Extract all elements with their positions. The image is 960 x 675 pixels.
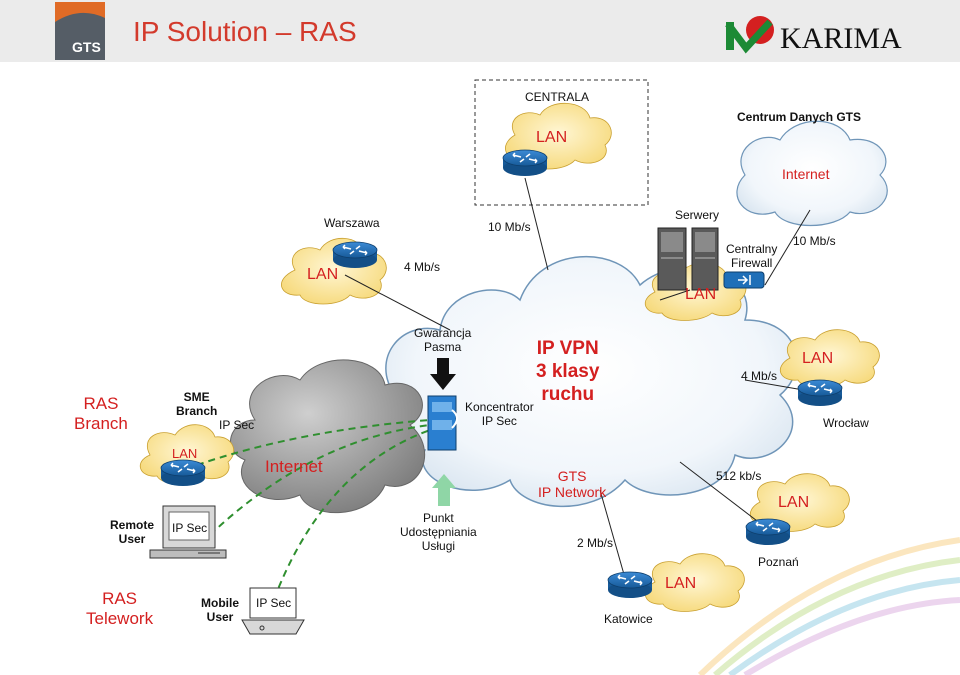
label-speed-10-centrala: 10 Mb/s [488, 220, 531, 234]
label-lan-katowice: LAN [665, 575, 697, 592]
server-icon [657, 227, 719, 291]
page-title: IP Solution – RAS [133, 16, 357, 47]
bandwidth-arrow-icon [430, 358, 456, 390]
label-wroclaw: Wrocław [823, 416, 869, 430]
router-wroclaw [797, 379, 843, 407]
decorative-swirl [697, 537, 960, 675]
label-speed-4-warszawa: 4 Mb/s [404, 260, 441, 274]
label-ip-sec-mobile: IP Sec [256, 596, 292, 610]
label-lan-serwery: LAN [685, 286, 717, 303]
label-lan-centrala: LAN [536, 129, 568, 146]
label-centrala: CENTRALA [525, 90, 590, 104]
label-lan-branch: LAN [172, 446, 198, 461]
label-lan-poznan: LAN [778, 494, 810, 511]
service-point-arrow-icon [432, 474, 456, 506]
label-speed-4-wroclaw: 4 Mb/s [741, 369, 778, 383]
links [344, 177, 816, 579]
label-gwarancja-pasma: Gwarancja Pasma [414, 326, 472, 354]
label-ip-sec-branch: IP Sec [219, 418, 255, 432]
label-speed-2: 2 Mb/s [577, 536, 614, 550]
laptop-icon [241, 587, 305, 635]
internet-top-cloud [736, 120, 888, 227]
router-branch [160, 459, 206, 487]
header-bar [0, 0, 960, 62]
firewall-icon [723, 271, 765, 289]
router-warszawa [332, 241, 378, 269]
label-lan-warszawa: LAN [307, 266, 339, 283]
label-internet-top: Internet [782, 166, 830, 182]
label-speed-512: 512 kb/s [716, 469, 762, 483]
label-speed-10-internet: 10 Mb/s [793, 234, 836, 248]
label-warszawa: Warszawa [324, 216, 380, 230]
internet-cloud [230, 359, 426, 514]
label-sme-branch: SME Branch [176, 390, 218, 418]
gts-logo: GTS [55, 2, 105, 60]
gts-logo-text: GTS [72, 39, 101, 55]
label-poznan: Poznań [758, 555, 799, 569]
label-ras-telework: RAS Telework [86, 589, 154, 628]
label-mobile-user: Mobile User [201, 596, 239, 624]
karima-logo-mark [725, 16, 774, 54]
karima-logo-text: KARIMA [780, 22, 902, 55]
label-ras-branch: RAS Branch [74, 394, 128, 433]
label-punkt-uslugi: Punkt Udostępniania Usługi [400, 511, 477, 553]
label-ip-vpn: IP VPN 3 klasy ruchu [536, 338, 600, 405]
label-serwery: Serwery [675, 208, 720, 222]
centrala-box [474, 79, 649, 206]
label-koncentrator: Koncentrator IP Sec [465, 400, 534, 428]
label-gts-ip-network: GTS IP Network [538, 468, 607, 500]
vpn-tunnels [196, 419, 431, 611]
label-lan-wroclaw: LAN [802, 350, 834, 367]
label-internet-main: Internet [265, 457, 323, 476]
label-centrum-danych: Centrum Danych GTS [737, 110, 862, 124]
lan-cloud-wroclaw [779, 329, 880, 388]
desktop-pc-icon [149, 505, 227, 559]
label-ip-sec-remote: IP Sec [172, 521, 208, 535]
router-poznan [745, 518, 791, 546]
label-katowice: Katowice [604, 612, 653, 626]
lan-cloud-katowice [644, 553, 745, 612]
label-centralny-firewall: Centralny Firewall [726, 242, 778, 270]
router-katowice [607, 571, 653, 599]
concentrator-icon [427, 395, 458, 451]
label-remote-user: Remote User [110, 518, 155, 546]
router-centrala [502, 149, 548, 177]
